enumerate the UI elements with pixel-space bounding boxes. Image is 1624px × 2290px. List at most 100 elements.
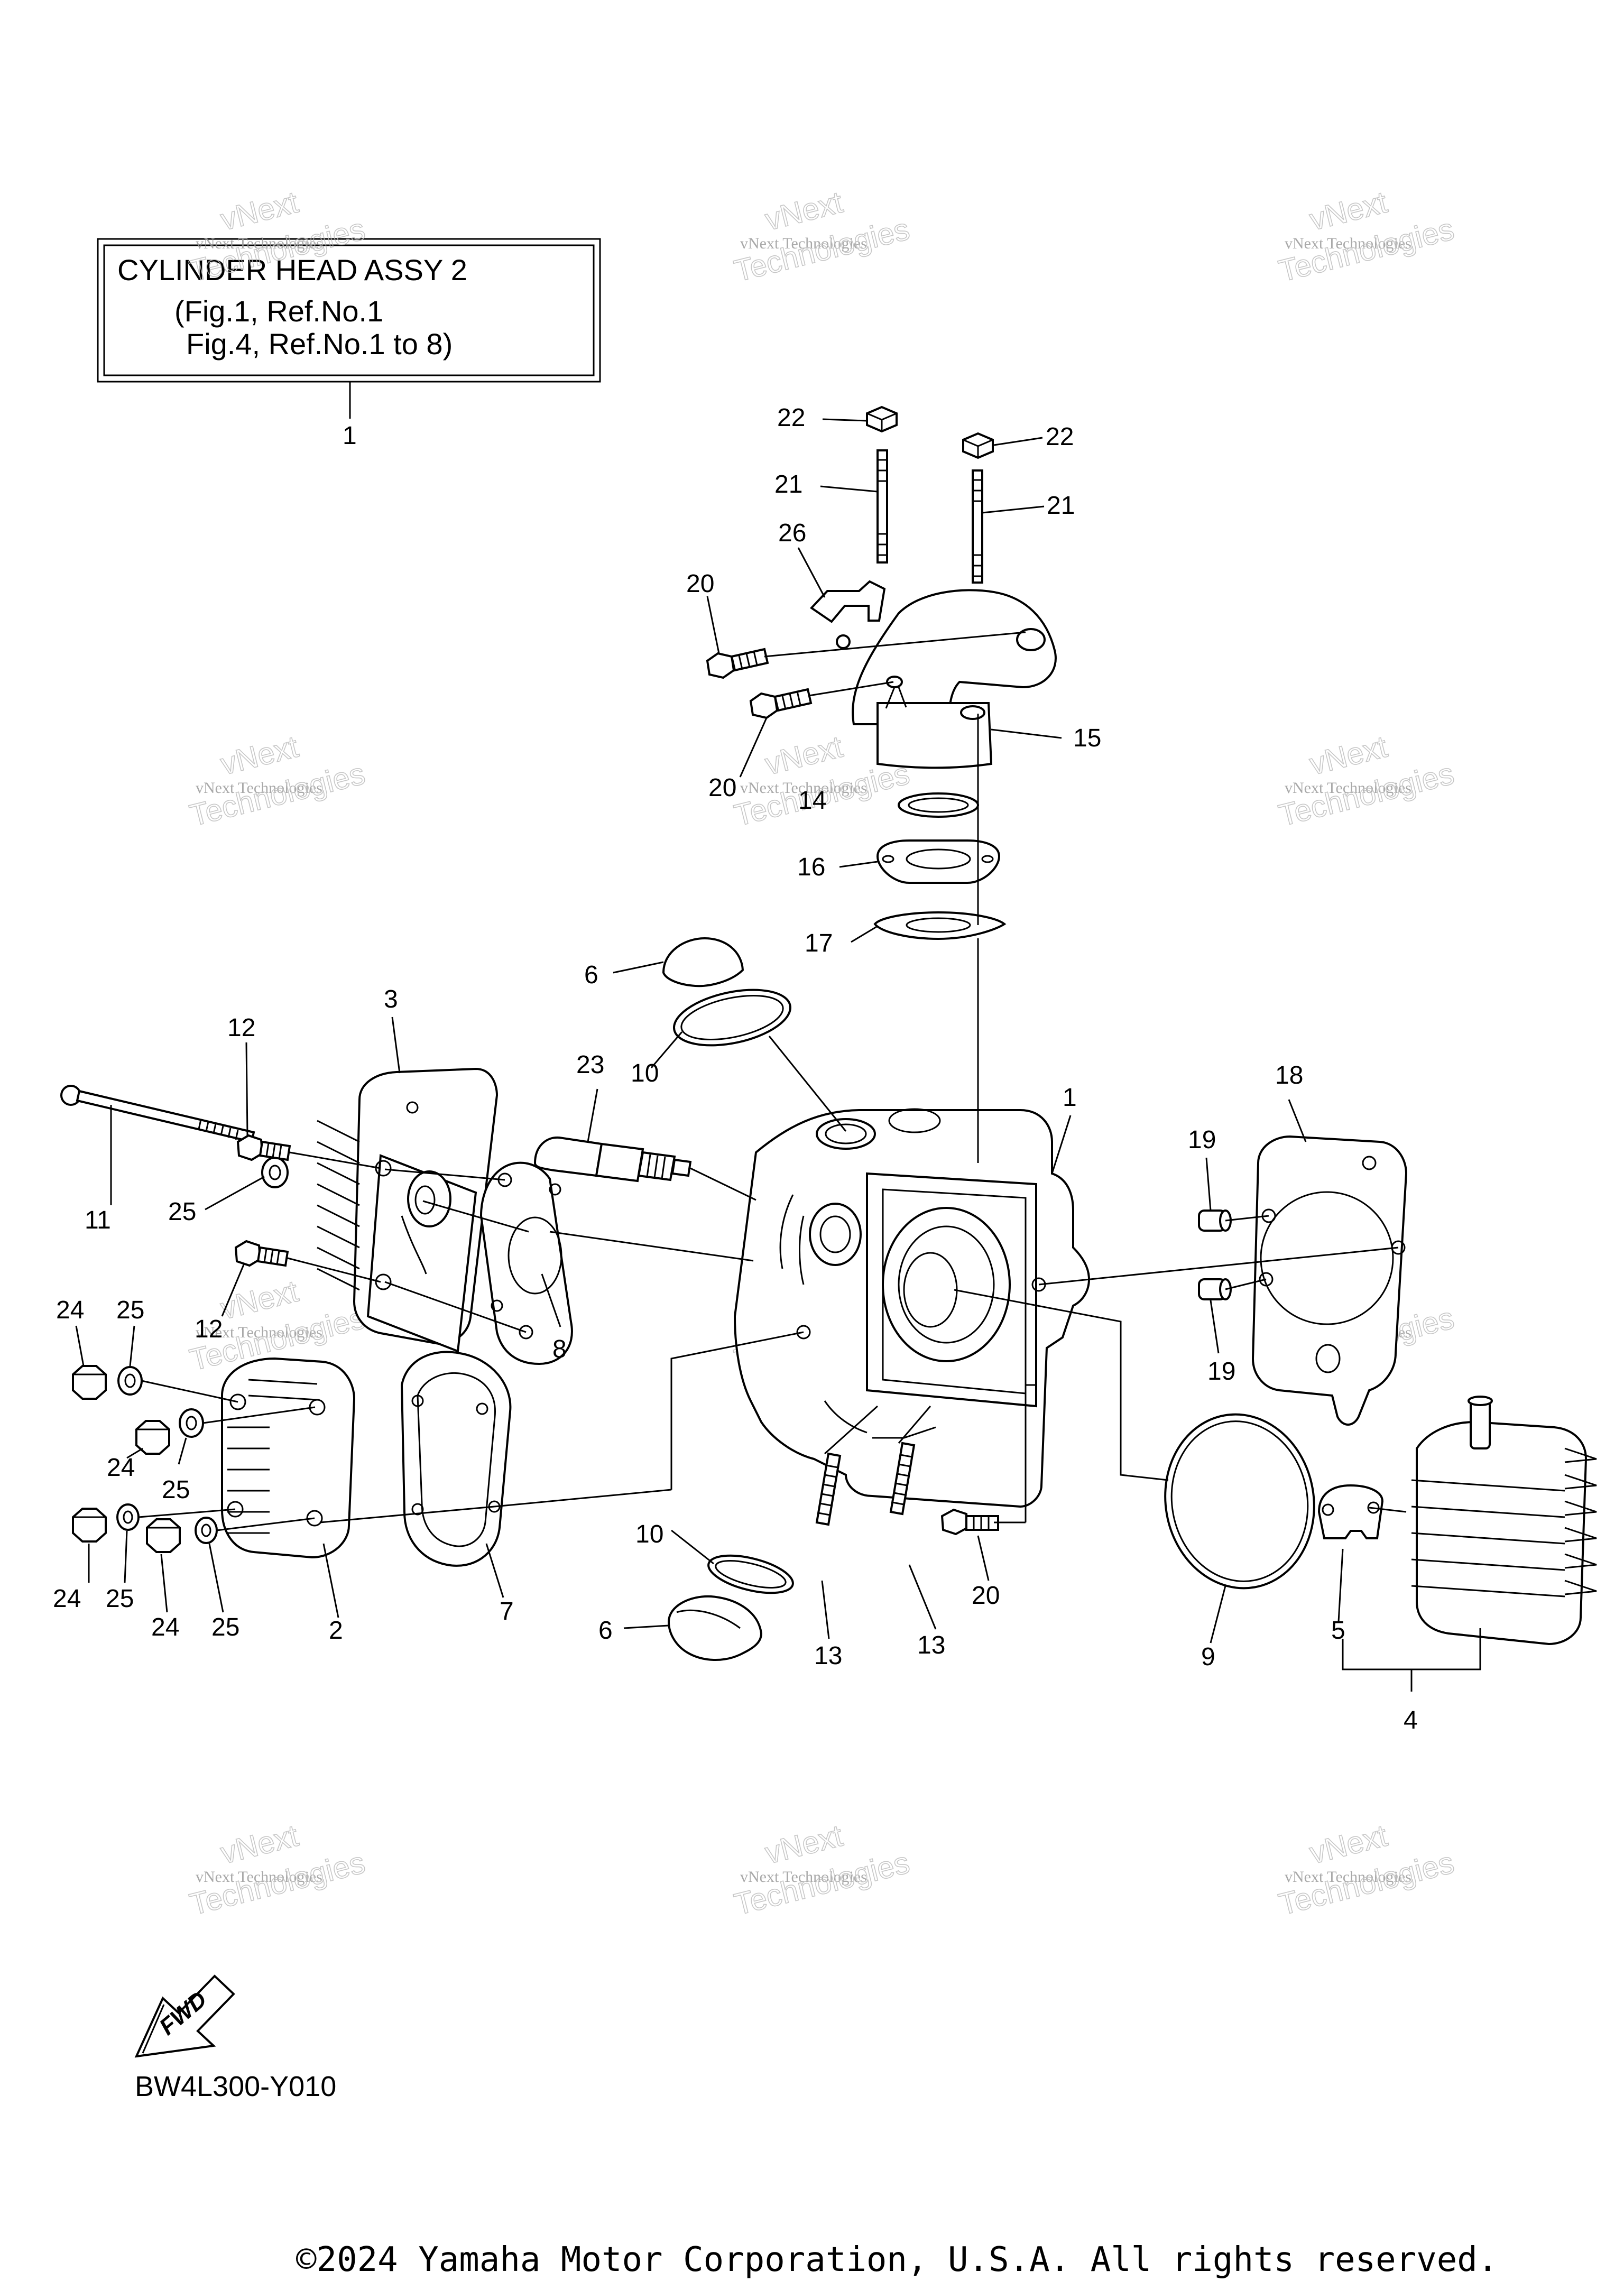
callout-7: 7 bbox=[500, 1598, 514, 1626]
callout-15: 15 bbox=[1073, 724, 1101, 752]
callout-3: 3 bbox=[384, 985, 398, 1013]
part-20-bolt-middle bbox=[749, 688, 813, 719]
callout-21-left: 21 bbox=[774, 470, 802, 498]
callout-19-upper: 19 bbox=[1188, 1126, 1216, 1154]
part-25-washer-lower-right bbox=[195, 1517, 218, 1544]
part-21-stud-left bbox=[876, 449, 888, 564]
callout-20-middle: 20 bbox=[708, 774, 736, 802]
watermark-small: vNext Technologies bbox=[196, 779, 322, 797]
callout-25-cover: 25 bbox=[168, 1198, 196, 1226]
part-26-bracket bbox=[809, 580, 886, 649]
callout-8: 8 bbox=[552, 1335, 567, 1363]
callout-6-upper: 6 bbox=[584, 961, 598, 989]
callout-23: 23 bbox=[576, 1051, 604, 1079]
part-20-bolt-upper bbox=[706, 648, 769, 679]
watermark-small: vNext Technologies bbox=[740, 1868, 867, 1886]
part-20-bolt-lower bbox=[940, 1508, 999, 1536]
part-21-stud-right bbox=[972, 469, 983, 584]
part-13-stud-right bbox=[889, 1442, 916, 1516]
callout-20-lower: 20 bbox=[972, 1582, 1000, 1610]
callout-10-upper: 10 bbox=[631, 1059, 659, 1087]
callout-24-lower-left: 24 bbox=[53, 1585, 81, 1613]
callout-1-cylinder-head: 1 bbox=[1063, 1084, 1077, 1112]
part-18-gasket bbox=[1251, 1135, 1408, 1426]
part-12-bolt-upper bbox=[236, 1134, 291, 1161]
callout-22-left: 22 bbox=[777, 404, 805, 432]
part-12-bolt-lower bbox=[234, 1240, 289, 1267]
assembly-box-ref-2: Fig.4, Ref.No.1 to 8) bbox=[186, 327, 453, 361]
callout-13-right: 13 bbox=[917, 1631, 945, 1659]
watermark-small: vNext Technologies bbox=[1285, 1868, 1411, 1886]
part-24-nut-upper bbox=[72, 1365, 107, 1400]
callout-18: 18 bbox=[1275, 1061, 1303, 1089]
callout-labels: 1 1 2 3 4 5 6 6 7 8 9 10 10 11 12 12 13 … bbox=[53, 404, 1418, 1734]
watermark-small: vNext Technologies bbox=[740, 779, 867, 797]
part-13-stud-left bbox=[815, 1452, 842, 1526]
part-7-gasket bbox=[400, 1351, 512, 1567]
callout-12-lower: 12 bbox=[195, 1315, 223, 1343]
callout-22-right: 22 bbox=[1046, 423, 1074, 451]
diagram-code: BW4L300-Y010 bbox=[135, 2071, 336, 2102]
callout-12-upper: 12 bbox=[227, 1014, 255, 1042]
part-17-gasket bbox=[873, 911, 1007, 940]
part-25-washer-middle bbox=[179, 1408, 204, 1438]
watermark-small: vNext Technologies bbox=[1285, 235, 1411, 252]
part-10-o-ring-upper bbox=[672, 989, 792, 1047]
part-11-long-bolt bbox=[60, 1085, 255, 1143]
part-15-intake-pipe bbox=[852, 589, 1057, 769]
callout-13-left: 13 bbox=[814, 1642, 842, 1670]
fwd-arrow-icon: FWD bbox=[134, 1974, 235, 2058]
callout-2: 2 bbox=[329, 1617, 343, 1645]
callout-25-lower-right: 25 bbox=[211, 1613, 239, 1641]
callout-11: 11 bbox=[85, 1206, 111, 1234]
watermark-small: vNext Technologies bbox=[196, 235, 322, 252]
callout-19-lower: 19 bbox=[1207, 1358, 1235, 1386]
part-25-washer-lower-left bbox=[116, 1503, 140, 1531]
callout-24-middle: 24 bbox=[107, 1454, 135, 1482]
callout-16: 16 bbox=[797, 853, 825, 881]
callout-25-middle: 25 bbox=[162, 1476, 190, 1504]
part-6-cap-upper bbox=[662, 937, 744, 987]
callout-5: 5 bbox=[1331, 1617, 1345, 1645]
assembly-box: CYLINDER HEAD ASSY 2 (Fig.1, Ref.No.1 Fi… bbox=[97, 238, 601, 419]
part-22-nut-left bbox=[866, 405, 898, 433]
callout-10-lower: 10 bbox=[635, 1520, 663, 1548]
part-16-insulator bbox=[876, 839, 1001, 884]
part-25-washer-upper bbox=[117, 1366, 143, 1396]
part-22-nut-right bbox=[962, 432, 994, 459]
callout-25-upper: 25 bbox=[116, 1296, 144, 1324]
watermark-small: vNext Technologies bbox=[740, 235, 867, 252]
part-4-cover bbox=[1411, 1396, 1597, 1646]
part-23-spark-plug bbox=[533, 1136, 692, 1183]
callout-14: 14 bbox=[798, 787, 826, 815]
part-24-nut-lower-left bbox=[72, 1508, 107, 1543]
copyright-notice: ©2024 Yamaha Motor Corporation, U.S.A. A… bbox=[296, 2240, 1498, 2279]
callout-26: 26 bbox=[778, 519, 806, 547]
callout-4: 4 bbox=[1404, 1706, 1418, 1734]
callout-17: 17 bbox=[805, 929, 833, 957]
callout-25-lower-left: 25 bbox=[106, 1585, 134, 1613]
part-1-cylinder-head bbox=[733, 1108, 1091, 1508]
part-24-nut-middle bbox=[135, 1420, 170, 1455]
callout-24-upper: 24 bbox=[56, 1296, 84, 1324]
callout-1-assembly: 1 bbox=[343, 422, 357, 450]
part-10-o-ring-lower bbox=[707, 1554, 794, 1594]
assembly-box-ref-1: (Fig.1, Ref.No.1 bbox=[174, 294, 383, 328]
assembly-box-title: CYLINDER HEAD ASSY 2 bbox=[117, 253, 467, 287]
watermark-small: vNext Technologies bbox=[196, 1324, 322, 1341]
watermark-small: vNext Technologies bbox=[196, 1868, 322, 1886]
part-8-gasket bbox=[479, 1161, 573, 1365]
callout-24-lower-right: 24 bbox=[151, 1613, 179, 1641]
callout-20-upper: 20 bbox=[686, 570, 714, 598]
part-25-washer-cover bbox=[261, 1157, 289, 1188]
part-14-o-ring bbox=[898, 792, 979, 818]
part-6-cap-lower bbox=[667, 1595, 763, 1661]
part-2-cover bbox=[221, 1357, 356, 1559]
callout-21-right: 21 bbox=[1047, 492, 1075, 520]
callout-6-lower: 6 bbox=[598, 1617, 613, 1645]
leader-lines bbox=[75, 418, 1481, 1692]
part-24-nut-lower-right bbox=[146, 1518, 181, 1553]
part-5-plate bbox=[1317, 1484, 1384, 1539]
watermark-small: vNext Technologies bbox=[1285, 779, 1411, 797]
